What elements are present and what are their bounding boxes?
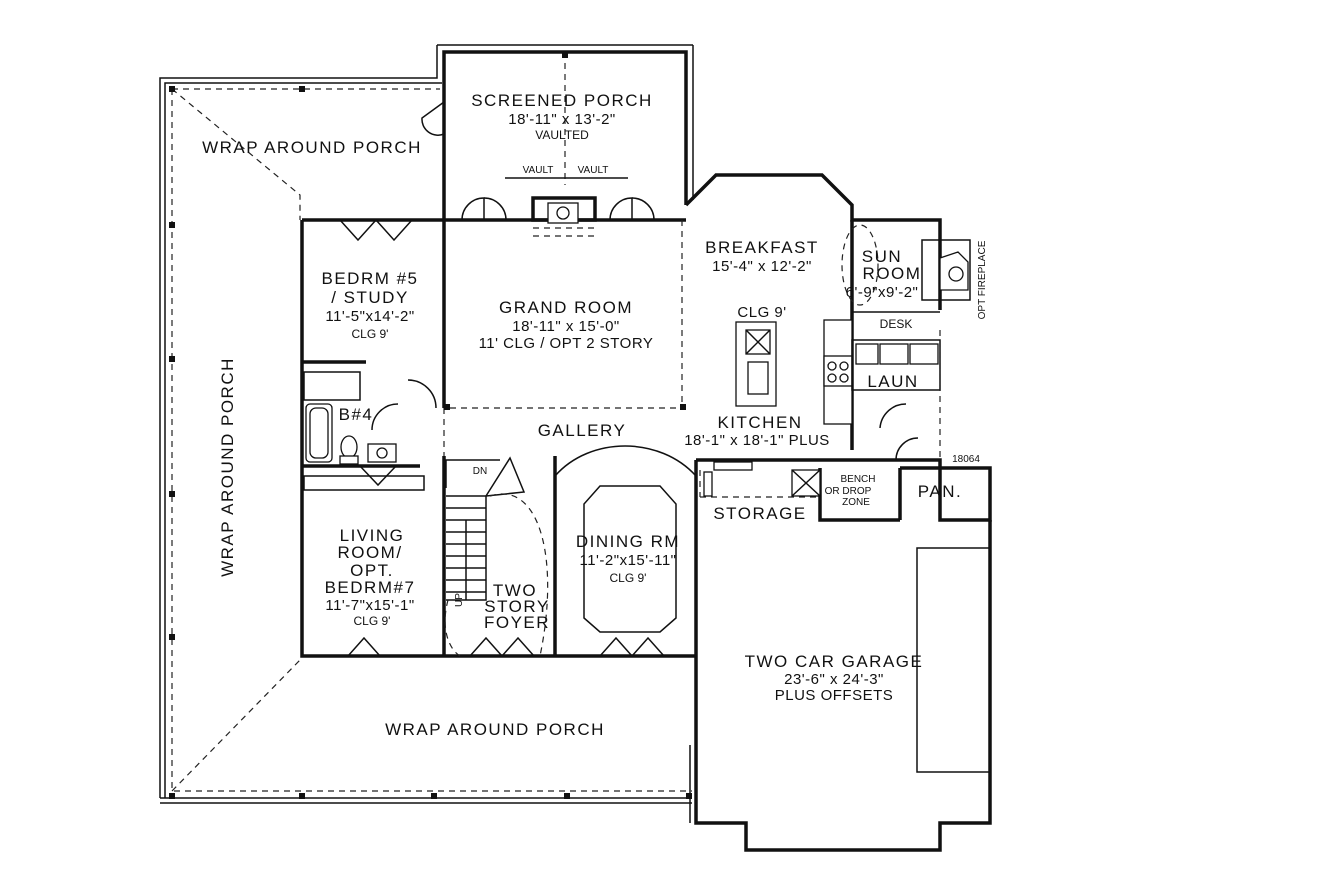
garage-size: 23'-6" x 24'-3" xyxy=(784,671,884,688)
bath-fixtures xyxy=(305,403,397,465)
desk-label: DESK xyxy=(880,317,913,331)
bench-line1: BENCH xyxy=(840,474,875,485)
living-room-line2: ROOM/ xyxy=(337,543,402,562)
sun-room-line1: SUN xyxy=(862,247,902,266)
closets xyxy=(303,371,425,491)
living-room-line1: LIVING xyxy=(340,526,405,545)
wrap-around-porch xyxy=(159,45,692,804)
dining-ceiling: CLG 9' xyxy=(610,571,647,585)
fireplace xyxy=(531,196,597,237)
bedroom5-size: 11'-5"x14'-2" xyxy=(325,308,414,325)
grand-room-size: 18'-11" x 15'-0" xyxy=(512,318,620,335)
upper-porch-label: WRAP AROUND PORCH xyxy=(202,138,422,157)
side-porch-label: WRAP AROUND PORCH xyxy=(218,357,237,577)
garage-note: PLUS OFFSETS xyxy=(775,687,894,704)
grand-room-name: GRAND ROOM xyxy=(499,298,633,317)
kitchen-size: 18'-1" x 18'-1" PLUS xyxy=(684,432,830,449)
screened-porch-note: VAULTED xyxy=(535,128,589,142)
laundry-label: LAUN xyxy=(867,372,918,391)
bedroom5-name: BEDRM #5 xyxy=(321,269,418,288)
grand-room-note: 11' CLG / OPT 2 STORY xyxy=(479,335,654,352)
sun-room-fixtures xyxy=(852,239,971,313)
living-room-line3: OPT. xyxy=(350,561,394,580)
fireplace-opt-label: OPT FIREPLACE xyxy=(977,240,988,319)
kitchen-fixtures xyxy=(703,319,853,497)
interior-dashed-lines xyxy=(443,220,879,498)
living-room-line4: BEDRM#7 xyxy=(325,578,416,597)
staircase xyxy=(444,456,549,657)
kitchen-name: KITCHEN xyxy=(717,413,802,432)
dining-name: DINING RM xyxy=(576,532,680,551)
pantry-label: PAN. xyxy=(918,482,962,501)
sun-room-line2: ROOM xyxy=(863,264,922,283)
porch-posts xyxy=(169,86,692,799)
dining-ceiling-detail xyxy=(554,445,697,633)
foyer-line3: FOYER xyxy=(484,613,550,632)
laundry-fixtures xyxy=(851,330,941,460)
dining-size: 11'-2"x15'-11" xyxy=(579,552,676,569)
screened-porch-size: 18'-11" x 13'-2" xyxy=(508,111,616,128)
bedroom5-ceiling: CLG 9' xyxy=(352,327,389,341)
bath4-label: B#4 xyxy=(339,405,374,424)
vault-left-label: VAULT xyxy=(523,165,554,176)
foyer-line2: STORY xyxy=(484,597,549,616)
bench-line3: ZONE xyxy=(842,497,870,508)
screened-porch-name: SCREENED PORCH xyxy=(471,91,653,110)
garage-name: TWO CAR GARAGE xyxy=(745,652,924,671)
foyer-line1: TWO xyxy=(493,581,537,600)
bench-line2: OR DROP xyxy=(825,486,872,497)
breakfast-name: BREAKFAST xyxy=(705,238,819,257)
gallery-label: GALLERY xyxy=(538,421,627,440)
stair-up-label: UP xyxy=(454,593,465,607)
doors xyxy=(339,197,919,657)
sun-room-size: 6'-9"x9'-2" xyxy=(846,284,919,301)
storage-label: STORAGE xyxy=(713,504,806,523)
stair-down-label: DN xyxy=(473,466,487,477)
vault-right-label: VAULT xyxy=(578,165,609,176)
living-room-ceiling: CLG 9' xyxy=(354,614,391,628)
front-porch-label: WRAP AROUND PORCH xyxy=(385,720,605,739)
screened-porch-structure xyxy=(421,44,694,220)
bedroom5-name2: / STUDY xyxy=(331,288,409,307)
living-room-size: 11'-7"x15'-1" xyxy=(325,597,414,614)
breakfast-size: 15'-4" x 12'-2" xyxy=(712,258,812,275)
plan-number: 18064 xyxy=(952,454,980,465)
kitchen-ceiling: CLG 9' xyxy=(737,304,786,321)
